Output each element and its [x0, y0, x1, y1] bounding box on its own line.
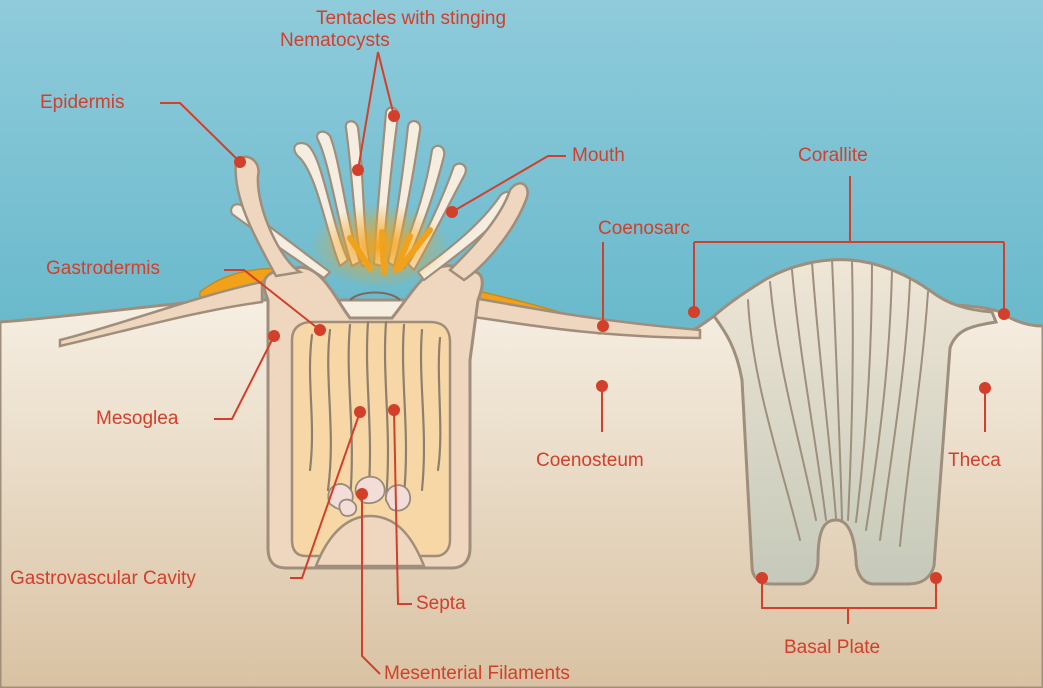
tentacles-label-line1: Tentacles with stinging — [280, 8, 542, 30]
tentacles-label: Tentacles with stinging Nematocysts — [280, 8, 542, 52]
mesenterial-filaments-label: Mesenterial Filaments — [384, 663, 570, 685]
coenosteum-label: Coenosteum — [536, 450, 644, 472]
basal-plate-label: Basal Plate — [784, 637, 880, 659]
theca-label: Theca — [948, 450, 1001, 472]
mesoglea-label: Mesoglea — [96, 408, 178, 430]
epidermis-label: Epidermis — [40, 92, 124, 114]
tentacles-label-line2: Nematocysts — [280, 30, 542, 52]
septa-label: Septa — [416, 593, 466, 615]
corallite-label: Corallite — [798, 145, 868, 167]
mouth-label: Mouth — [572, 145, 625, 167]
gastrodermis-label: Gastrodermis — [46, 258, 160, 280]
gastrovascular-cavity-label: Gastrovascular Cavity — [10, 568, 196, 590]
coenosarc-label: Coenosarc — [598, 218, 690, 240]
